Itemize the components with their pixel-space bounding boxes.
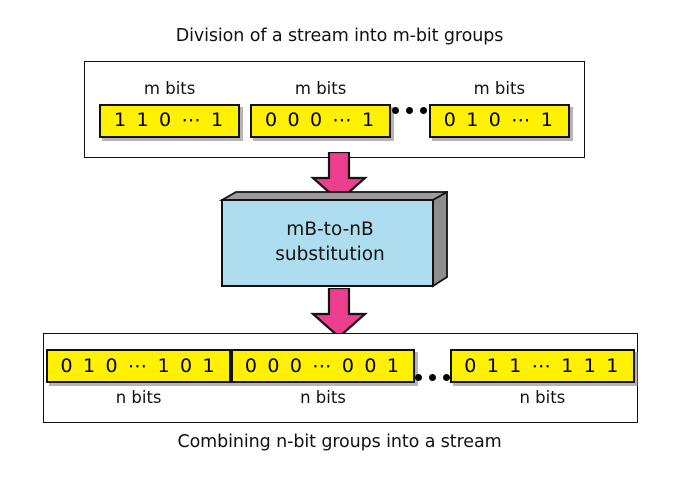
output-group-3-label: n bits (519, 388, 566, 408)
ellipsis-dot (420, 107, 428, 114)
output-group-row: n bits 0 1 0 ⋯ 1 0 1 n bits 0 0 0 ⋯ 0 0 … (44, 334, 637, 422)
input-stream-box: m bits 1 1 0 ⋯ 1 m bits 0 0 0 ⋯ 1 m bits… (84, 61, 585, 158)
output-group-2-bits: 0 0 0 ⋯ 0 0 1 (230, 349, 416, 384)
output-group-2-label: n bits (300, 388, 346, 408)
input-group-3: m bits 0 1 0 ⋯ 1 (428, 79, 570, 138)
substitution-block: mB-to-nB substitution (216, 191, 448, 294)
input-ellipsis-icon (391, 107, 428, 114)
ellipsis-dot (406, 107, 414, 114)
output-group-1-bits: 0 1 0 ⋯ 1 0 1 (46, 349, 231, 384)
input-group-2-bits: 0 0 0 ⋯ 1 (249, 103, 392, 138)
arrow-out-of-substitution-icon (305, 286, 373, 342)
input-group-3-label: m bits (473, 79, 526, 99)
input-group-2-label: m bits (294, 79, 347, 99)
output-group-1: n bits 0 1 0 ⋯ 1 0 1 (46, 349, 231, 408)
output-group-2: n bits 0 0 0 ⋯ 0 0 1 (230, 349, 416, 408)
input-group-2: m bits 0 0 0 ⋯ 1 (249, 79, 392, 138)
diagram-title-bottom: Combining n-bit groups into a stream (177, 432, 502, 452)
ellipsis-dot (415, 373, 423, 381)
input-group-3-bits: 0 1 0 ⋯ 1 (428, 103, 570, 138)
ellipsis-dot (443, 373, 451, 381)
diagram-title-top: Division of a stream into m-bit groups (175, 26, 504, 46)
input-group-1-bits: 1 1 0 ⋯ 1 (99, 103, 241, 138)
ellipsis-dot (429, 373, 437, 381)
input-group-row: m bits 1 1 0 ⋯ 1 m bits 0 0 0 ⋯ 1 m bits… (85, 62, 584, 157)
output-stream-box: n bits 0 1 0 ⋯ 1 0 1 n bits 0 0 0 ⋯ 0 0 … (43, 333, 638, 423)
input-group-1-label: m bits (143, 79, 196, 99)
ellipsis-dot (392, 107, 400, 114)
output-ellipsis-icon (415, 373, 451, 381)
input-group-1: m bits 1 1 0 ⋯ 1 (99, 79, 241, 138)
output-group-1-label: n bits (115, 388, 162, 408)
output-group-3-bits: 0 1 1 ⋯ 1 1 1 (450, 349, 635, 384)
output-group-3: n bits 0 1 1 ⋯ 1 1 1 (450, 349, 635, 408)
arrow-into-substitution-icon (305, 150, 373, 206)
